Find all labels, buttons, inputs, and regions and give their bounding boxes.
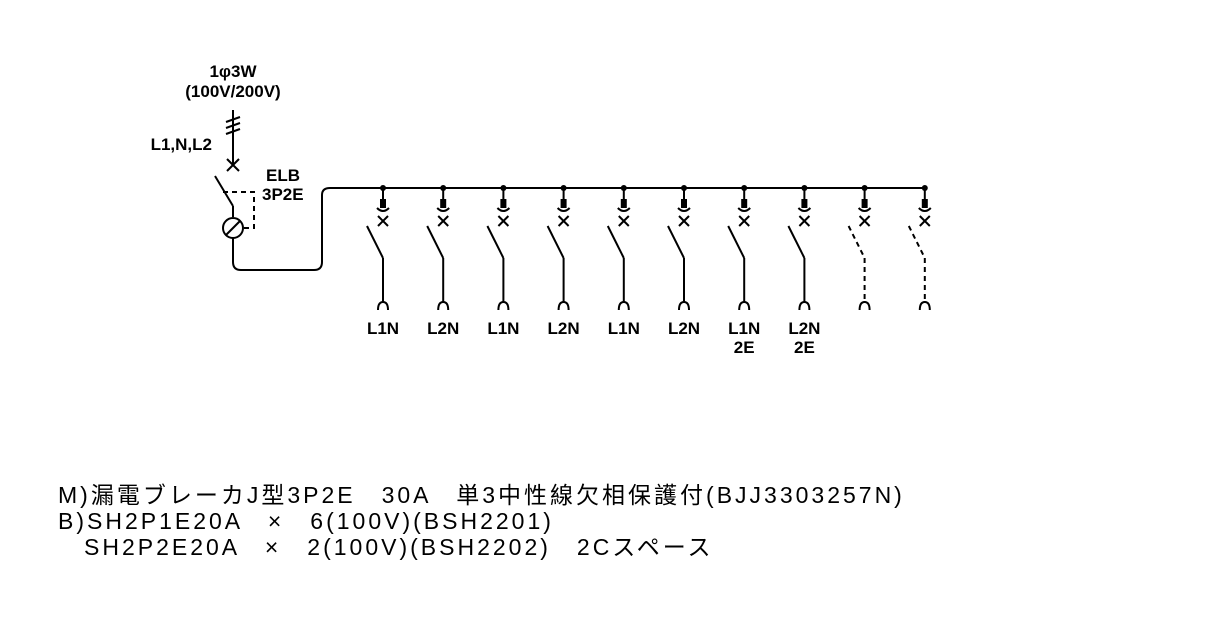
branch-breaker: L2N <box>667 185 700 338</box>
plug-in-terminal <box>620 199 627 208</box>
plug-in-terminal <box>560 199 567 208</box>
branch-breaker: L2N <box>426 185 459 338</box>
load-terminal <box>437 300 450 311</box>
branch-label: L1N <box>487 319 519 338</box>
load-terminal <box>617 300 630 311</box>
branch-breaker <box>907 185 932 311</box>
plug-in-terminal <box>801 199 808 208</box>
load-terminal <box>497 300 510 311</box>
load-terminal <box>738 300 751 311</box>
supply-voltage-label: (100V/200V) <box>185 82 280 101</box>
branch-breaker <box>847 185 872 311</box>
branch-label: L1N <box>728 319 760 338</box>
switch-blade <box>606 225 625 259</box>
switch-blade <box>546 225 565 259</box>
switch-blade <box>907 225 926 259</box>
switch-blade <box>727 225 746 259</box>
spec-line-branch-2: SH2P2E20A × 2(100V)(BSH2202) 2Cスペース <box>58 534 714 560</box>
branch-label: L2N <box>548 319 580 338</box>
incoming-supply-wire <box>225 110 241 172</box>
branch-label: L2N <box>427 319 459 338</box>
branch-label: L2N <box>668 319 700 338</box>
supply-phase-label: 1φ3W <box>209 62 257 81</box>
switch-blade <box>847 225 866 259</box>
elb-name-label: ELB <box>266 166 300 185</box>
branch-label: L1N <box>367 319 399 338</box>
supply-lines-label: L1,N,L2 <box>151 135 212 154</box>
load-terminal <box>377 300 389 311</box>
plug-in-terminal <box>921 199 928 208</box>
load-terminal <box>678 300 690 311</box>
elb-type-label: 3P2E <box>262 185 304 204</box>
load-terminal <box>858 300 871 311</box>
switch-blade <box>667 225 685 259</box>
plug-in-terminal <box>741 199 748 208</box>
switch-blade <box>366 225 384 259</box>
branch-label-earth: 2E <box>734 338 755 357</box>
plug-in-terminal <box>440 199 447 208</box>
load-terminal <box>557 300 570 311</box>
switch-blade <box>426 225 445 259</box>
switch-blade <box>486 225 505 259</box>
load-terminal <box>918 300 931 311</box>
switch-blade <box>787 225 806 259</box>
plug-in-terminal <box>681 199 687 208</box>
main-elb-breaker <box>214 175 925 271</box>
spec-line-main: M)漏電ブレーカJ型3P2E 30A 単3中性線欠相保護付(BJJ3303257… <box>58 482 905 508</box>
branch-breaker: L1N <box>366 185 399 338</box>
plug-in-terminal <box>861 199 868 208</box>
branch-breaker: L1N <box>606 185 640 338</box>
plug-in-terminal <box>500 199 507 208</box>
branch-breaker: L1N <box>486 185 519 338</box>
plug-in-terminal <box>380 199 386 208</box>
load-terminal <box>798 300 811 311</box>
branch-breaker: L2N <box>546 185 580 338</box>
branch-label: L1N <box>608 319 640 338</box>
branch-label-earth: 2E <box>794 338 815 357</box>
branch-label: L2N <box>788 319 820 338</box>
spec-line-branch-1: B)SH2P1E20A × 6(100V)(BSH2201) <box>58 508 554 534</box>
